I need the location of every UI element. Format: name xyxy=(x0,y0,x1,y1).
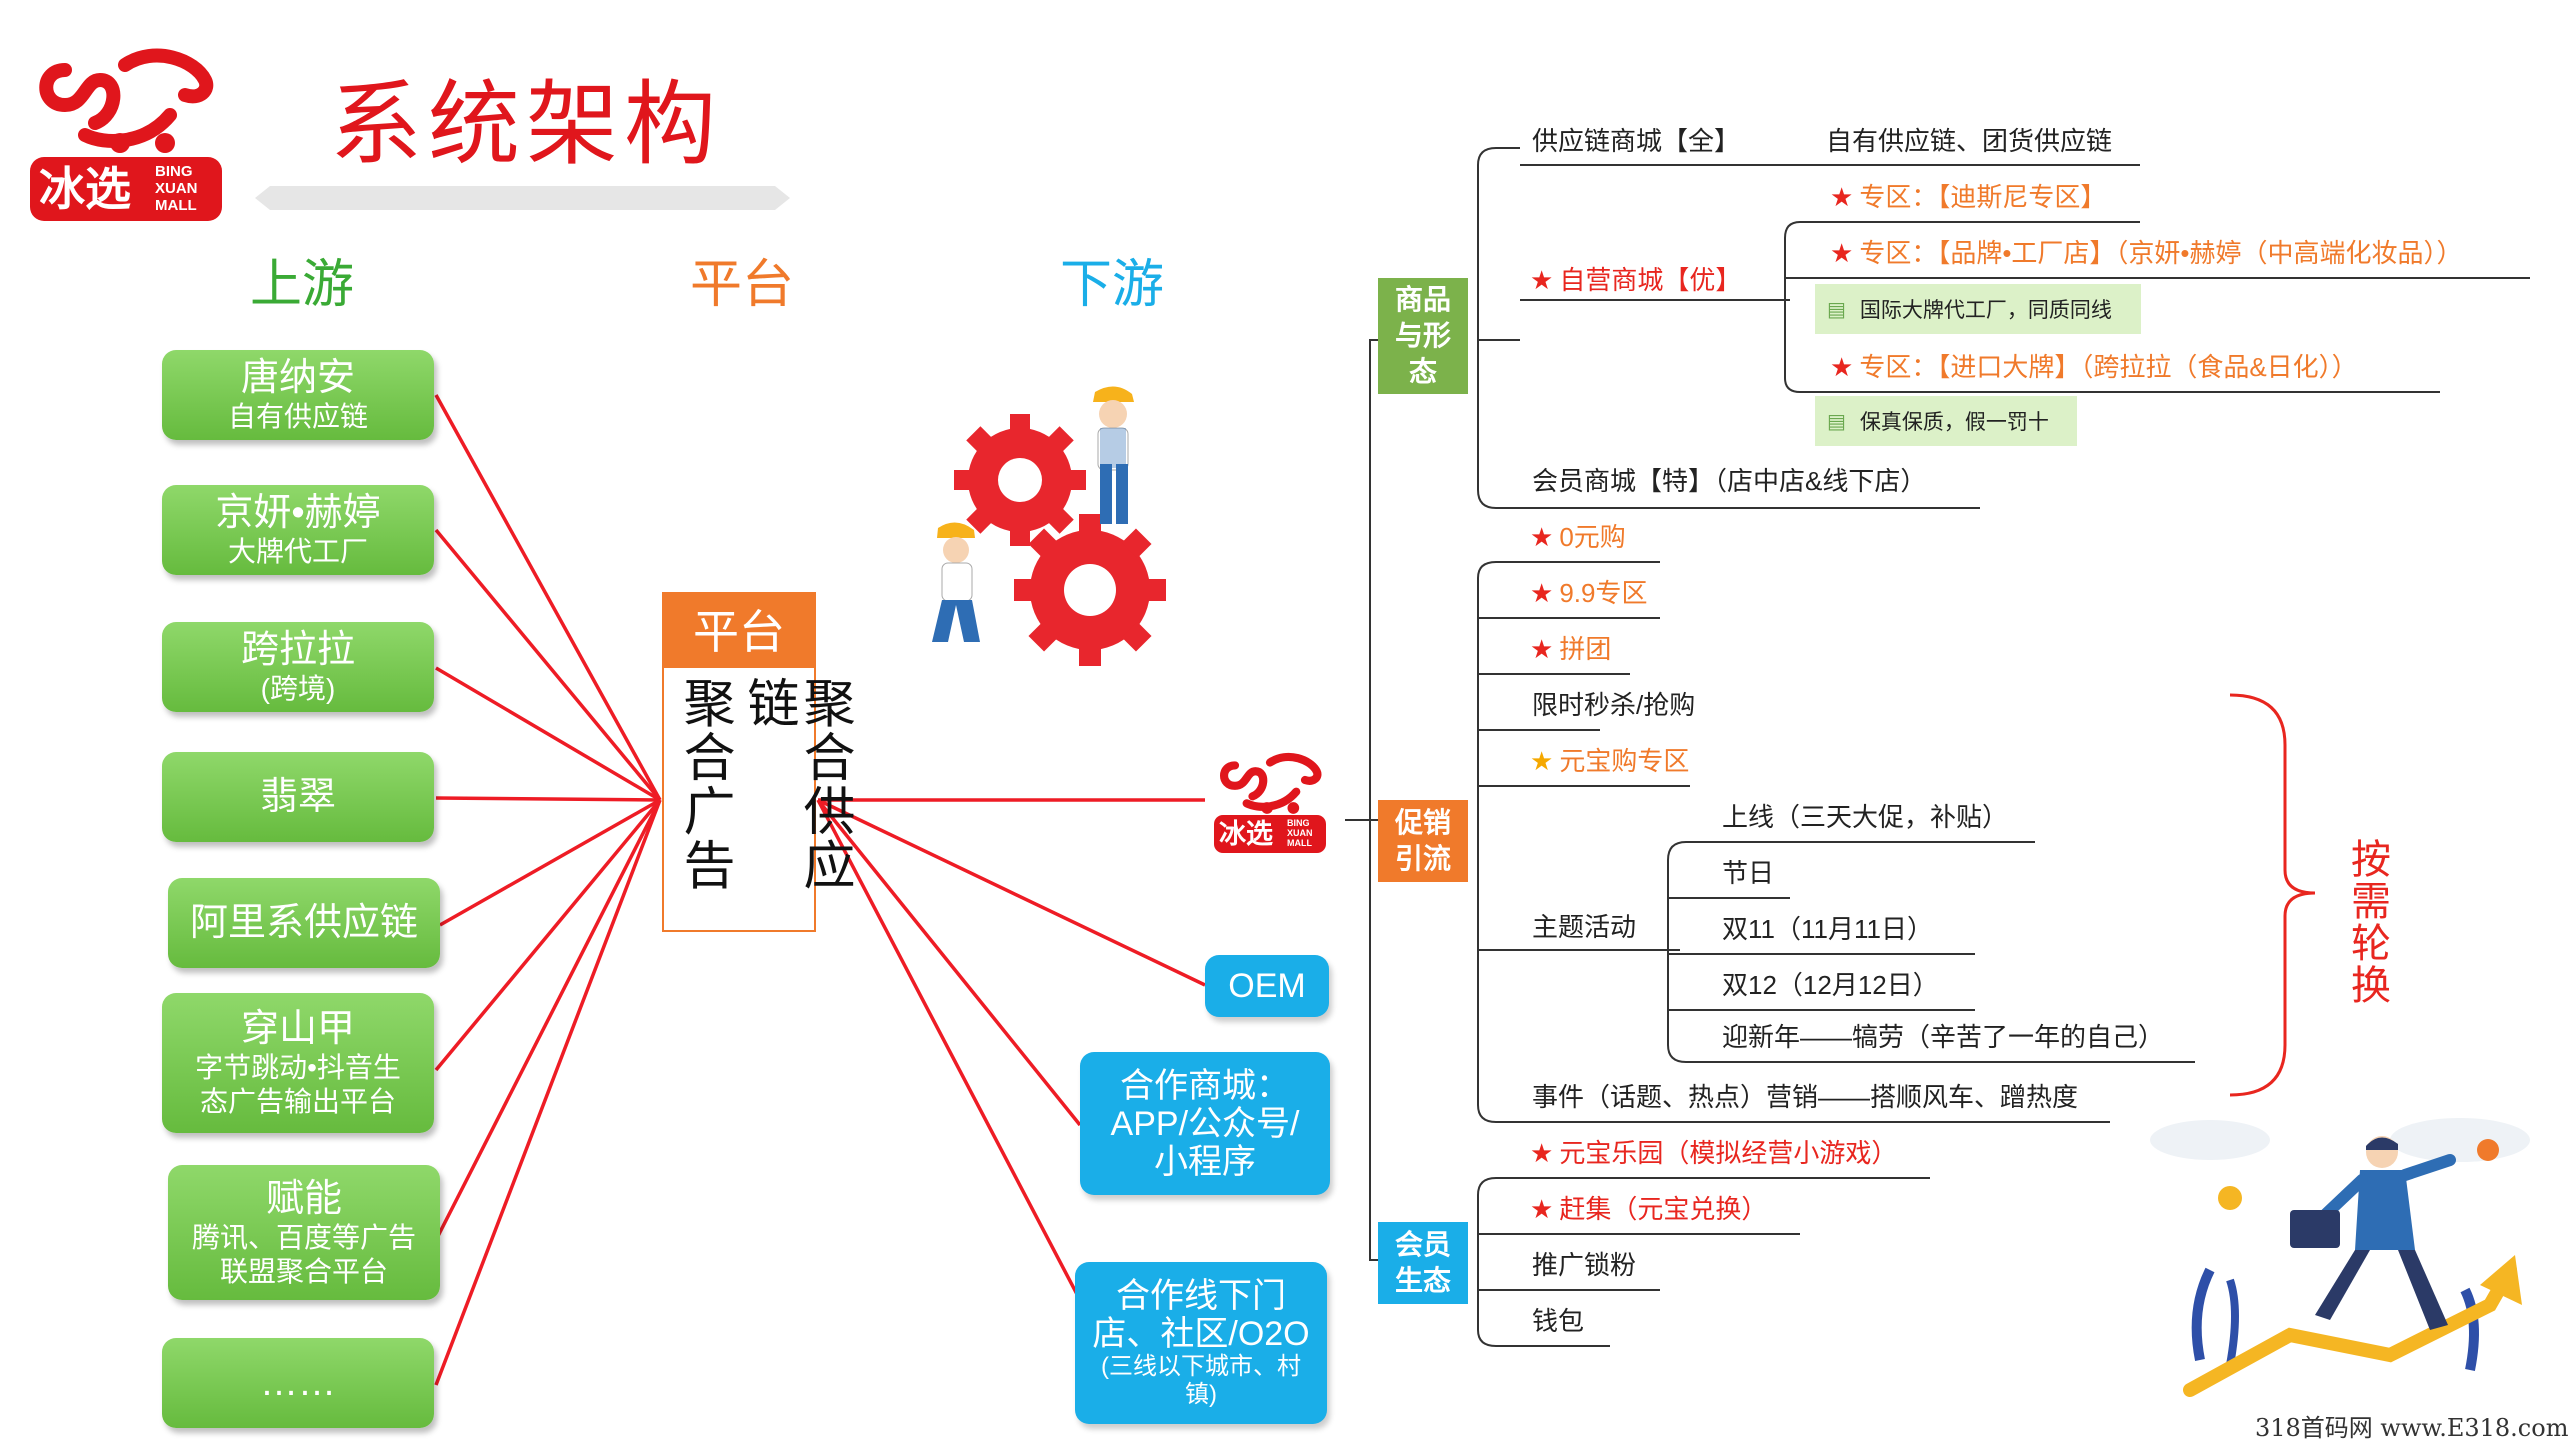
star-icon: ★ xyxy=(1830,238,1854,268)
platform-body: 聚合供应链 聚合广告 xyxy=(662,666,853,932)
upstream-node: 穿山甲 字节跳动•抖音生态广告输出平台 xyxy=(162,993,434,1133)
brand-logo-en-1: BING xyxy=(155,163,193,180)
column-platform: 平台 xyxy=(690,256,795,314)
upstream-node: 阿里系供应链 xyxy=(168,878,440,968)
star-icon: ★ xyxy=(1530,1194,1554,1224)
theme-item: 双12（12月12日） xyxy=(1722,970,1939,1000)
theme-item: 迎新年——犒劳（辛苦了一年的自己） xyxy=(1722,1022,2165,1052)
upstream-node: 跨拉拉 (跨境) xyxy=(162,622,434,712)
member-item: ★元宝乐园（模拟经营小游戏） xyxy=(1530,1138,1898,1168)
brand-logo: 冰选 BING XUAN MALL xyxy=(25,35,225,225)
category-goods: 商品与形态 xyxy=(1378,278,1468,394)
watermark: 318首码网 www.E318.com xyxy=(2255,1414,2568,1442)
zone-disney: ★专区：【迪斯尼专区】 xyxy=(1830,182,2107,212)
center-brand-logo: 冰选 BING XUAN MALL xyxy=(1210,745,1330,855)
star-icon: ★ xyxy=(1530,1138,1554,1168)
member-item: 钱包 xyxy=(1532,1306,1585,1336)
upstream-node: 赋能 腾讯、百度等广告联盟聚合平台 xyxy=(168,1165,440,1300)
member-item: ★赶集（元宝兑换） xyxy=(1530,1194,1768,1224)
upstream-node: 唐纳安 自有供应链 xyxy=(162,350,434,440)
zone-import-brand-note: ▤保真保质，假一罚十 xyxy=(1815,396,2077,446)
promo-item: 限时秒杀/抢购 xyxy=(1532,690,1696,720)
zone-import-brand: ★专区：【进口大牌】（跨拉拉（食品&日化）） xyxy=(1830,352,2358,382)
self-operated-mall: ★自营商城【优】 xyxy=(1530,265,1742,295)
star-icon: ★ xyxy=(1530,634,1554,664)
rotate-on-demand: 按需轮换 xyxy=(2345,838,2389,1006)
promo-item: ★9.9专区 xyxy=(1530,578,1648,608)
brand-logo-en-3: MALL xyxy=(155,197,197,214)
downstream-oem: OEM xyxy=(1205,955,1329,1017)
upstream-node: 京妍•赫婷 大牌代工厂 xyxy=(162,485,434,575)
star-icon: ★ xyxy=(1530,746,1554,776)
zone-brand-factory-note: ▤国际大牌代工厂，同质同线 xyxy=(1815,284,2141,334)
brand-heart-icon xyxy=(1220,752,1322,814)
promo-item: ★元宝购专区 xyxy=(1530,746,1690,776)
zone-brand-factory: ★专区：【品牌•工厂店】（京妍•赫婷（中高端化妆品）） xyxy=(1830,238,2463,268)
supply-chain-mall-note: 自有供应链、团货供应链 xyxy=(1826,126,2113,156)
brand-logo-cn: 冰选 xyxy=(39,163,131,215)
theme-activity: 主题活动 xyxy=(1532,912,1637,942)
star-icon: ★ xyxy=(1530,578,1554,608)
downstream-partner-mall: 合作商城：APP/公众号/小程序 xyxy=(1080,1052,1330,1195)
upstream-node: …… xyxy=(162,1338,434,1428)
brand-heart-icon xyxy=(39,48,214,153)
brand-logo-en-2: XUAN xyxy=(155,180,198,197)
page-title: 系统架构 xyxy=(330,74,723,176)
member-item: 推广锁粉 xyxy=(1532,1250,1637,1280)
platform-supply-chain: 聚合供应链 xyxy=(739,676,853,892)
upstream-node: 翡翠 xyxy=(162,752,434,842)
theme-item: 节日 xyxy=(1722,858,1775,888)
promo-item: ★拼团 xyxy=(1530,634,1612,664)
supply-chain-mall: 供应链商城【全】 xyxy=(1532,126,1741,156)
member-mall: 会员商城【特】（店中店&线下店） xyxy=(1532,466,1927,496)
category-member: 会员生态 xyxy=(1378,1222,1468,1304)
theme-item: 双11（11月11日） xyxy=(1722,914,1933,944)
event-marketing: 事件（话题、热点）营销——搭顺风车、蹭热度 xyxy=(1532,1082,2079,1112)
star-icon: ★ xyxy=(1830,182,1854,212)
platform-ads: 聚合广告 xyxy=(675,676,733,892)
category-promo: 促销引流 xyxy=(1378,800,1468,882)
star-icon: ★ xyxy=(1830,352,1854,382)
star-icon: ★ xyxy=(1530,265,1554,295)
businessman-illustration xyxy=(2150,1118,2530,1397)
column-downstream: 下游 xyxy=(1060,256,1165,314)
platform-header: 平台 xyxy=(662,592,816,666)
gears-workers-illustration xyxy=(932,386,1166,666)
star-icon: ★ xyxy=(1530,522,1554,552)
theme-item: 上线（三天大促，补贴） xyxy=(1722,802,2009,832)
note-icon: ▤ xyxy=(1827,410,1846,433)
downstream-offline-store: 合作线下门店、社区/O2O (三线以下城市、村镇) xyxy=(1075,1262,1327,1424)
promo-item: ★0元购 xyxy=(1530,522,1626,552)
column-upstream: 上游 xyxy=(250,256,355,314)
note-icon: ▤ xyxy=(1827,298,1846,321)
